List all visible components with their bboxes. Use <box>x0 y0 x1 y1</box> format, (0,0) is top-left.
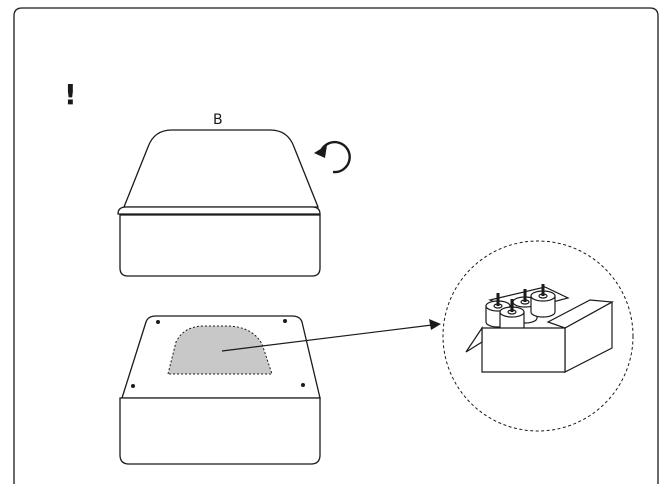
box-left-flap <box>465 326 483 353</box>
cans <box>485 284 556 334</box>
base-recess-area <box>167 325 273 375</box>
rotate-counterclockwise-icon <box>314 140 351 174</box>
diagram-border <box>13 7 659 484</box>
accessory-box <box>465 284 614 373</box>
base-side-wall <box>119 397 321 465</box>
box-right-flap <box>546 299 614 329</box>
base-screw-holes <box>131 319 305 388</box>
screw-hole <box>283 319 287 323</box>
lid-rim <box>117 206 321 215</box>
callout-arrowhead <box>429 319 441 330</box>
box-front-face <box>481 327 566 373</box>
screw-hole <box>301 383 305 387</box>
lid-label: B <box>213 112 223 128</box>
screw-hole <box>131 384 135 388</box>
lid-side-wall <box>119 214 321 277</box>
warning-mark: ! <box>64 78 77 111</box>
lid-assembly <box>117 129 321 277</box>
lid-top-face <box>123 129 319 208</box>
can <box>530 284 556 318</box>
callout-pointer-line <box>221 324 433 352</box>
screw-hole <box>156 320 160 324</box>
